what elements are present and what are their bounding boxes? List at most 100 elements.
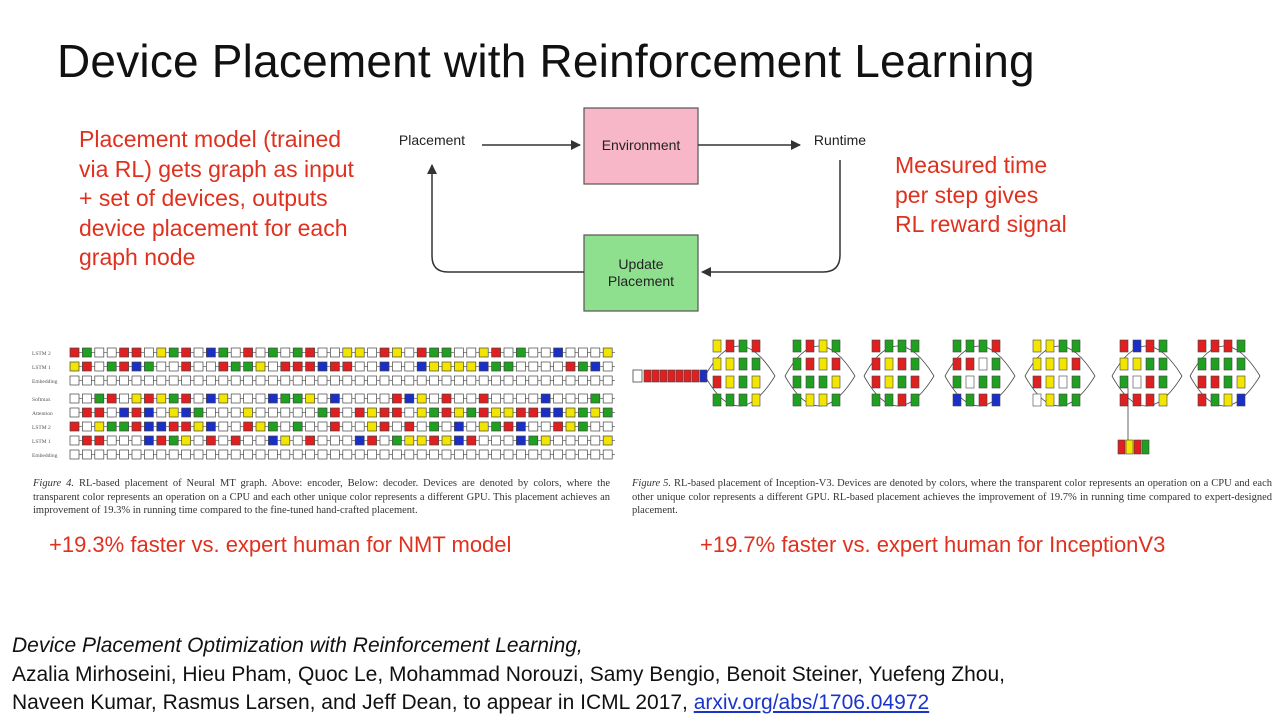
arxiv-link[interactable]: arxiv.org/abs/1706.04972 bbox=[693, 691, 930, 714]
op-node bbox=[330, 375, 340, 386]
op-node bbox=[416, 435, 427, 446]
op-node bbox=[218, 347, 229, 358]
op-node bbox=[243, 449, 253, 460]
op-node bbox=[292, 393, 303, 404]
op-node bbox=[503, 449, 514, 460]
op-node bbox=[292, 421, 303, 432]
authors-line: Azalia Mirhoseini, Hieu Pham, Quoc Le, M… bbox=[12, 662, 1005, 686]
op-node bbox=[667, 369, 676, 383]
op-node bbox=[416, 421, 427, 432]
op-node bbox=[168, 393, 179, 404]
op-node bbox=[230, 421, 241, 432]
op-node bbox=[578, 347, 588, 358]
op-node bbox=[404, 361, 415, 372]
op-node bbox=[156, 449, 167, 460]
op-node bbox=[82, 361, 92, 372]
op-node bbox=[379, 393, 390, 404]
op-node bbox=[379, 435, 390, 446]
op-node bbox=[330, 421, 340, 432]
op-node bbox=[454, 347, 464, 358]
op-node bbox=[725, 393, 735, 407]
op-node bbox=[218, 421, 229, 432]
op-node bbox=[367, 435, 377, 446]
op-node bbox=[965, 339, 975, 353]
op-node bbox=[540, 375, 551, 386]
op-node bbox=[416, 361, 427, 372]
op-node bbox=[144, 393, 154, 404]
op-node bbox=[466, 347, 477, 358]
op-node bbox=[243, 347, 253, 358]
op-node bbox=[632, 369, 643, 383]
op-node bbox=[119, 449, 129, 460]
op-node bbox=[206, 449, 216, 460]
op-node bbox=[354, 407, 365, 418]
op-node bbox=[590, 449, 601, 460]
op-node bbox=[792, 357, 802, 371]
op-node bbox=[206, 435, 216, 446]
op-node bbox=[454, 407, 464, 418]
op-node bbox=[82, 449, 92, 460]
op-node bbox=[978, 375, 988, 389]
op-node bbox=[131, 347, 142, 358]
op-node bbox=[94, 449, 105, 460]
op-node bbox=[1197, 375, 1207, 389]
op-node bbox=[952, 339, 962, 353]
op-node bbox=[1132, 339, 1142, 353]
op-node bbox=[516, 421, 526, 432]
op-node bbox=[818, 393, 828, 407]
paper-title: Device Placement Optimization with Reinf… bbox=[12, 634, 583, 657]
op-node bbox=[952, 375, 962, 389]
authors-text: Naveen Kumar, Rasmus Larsen, and Jeff De… bbox=[12, 691, 694, 714]
note-line: graph node bbox=[79, 244, 196, 270]
op-node bbox=[602, 435, 613, 446]
op-node bbox=[193, 449, 204, 460]
paper-reference: Device Placement Optimization with Reinf… bbox=[12, 632, 1005, 718]
note-line: Measured time bbox=[895, 152, 1048, 178]
op-node bbox=[578, 361, 588, 372]
op-node bbox=[910, 339, 920, 353]
op-node bbox=[565, 361, 576, 372]
op-node bbox=[540, 407, 551, 418]
op-node bbox=[441, 393, 452, 404]
op-node bbox=[206, 393, 216, 404]
op-node bbox=[991, 357, 1001, 371]
op-node bbox=[466, 393, 477, 404]
row-label: Embedding bbox=[32, 379, 58, 385]
op-node bbox=[131, 449, 142, 460]
op-node bbox=[181, 407, 191, 418]
op-node bbox=[330, 347, 340, 358]
environment-box bbox=[583, 107, 699, 185]
op-node bbox=[590, 435, 601, 446]
row-label: LSTM 1 bbox=[32, 365, 51, 371]
op-node bbox=[367, 393, 377, 404]
caption-text: RL-based placement of Neural MT graph. A… bbox=[33, 478, 610, 516]
op-node bbox=[503, 347, 514, 358]
op-node bbox=[280, 361, 291, 372]
op-node bbox=[342, 347, 353, 358]
authors-line-2: Naveen Kumar, Rasmus Larsen, and Jeff De… bbox=[12, 689, 1005, 718]
op-node bbox=[1236, 339, 1246, 353]
op-node bbox=[119, 407, 129, 418]
op-node bbox=[478, 361, 489, 372]
op-node bbox=[82, 393, 92, 404]
op-node bbox=[540, 449, 551, 460]
op-node bbox=[144, 347, 154, 358]
op-node bbox=[218, 449, 229, 460]
placement-model-note: Placement model (trained via RL) gets gr… bbox=[79, 125, 399, 273]
op-node bbox=[305, 449, 315, 460]
op-node bbox=[193, 361, 204, 372]
op-node bbox=[392, 435, 402, 446]
op-node bbox=[565, 347, 576, 358]
op-node bbox=[602, 407, 613, 418]
op-node bbox=[317, 421, 328, 432]
op-node bbox=[305, 347, 315, 358]
op-node bbox=[82, 375, 92, 386]
op-node bbox=[292, 407, 303, 418]
op-node bbox=[540, 361, 551, 372]
op-node bbox=[429, 393, 439, 404]
op-node bbox=[305, 361, 315, 372]
op-node bbox=[106, 375, 117, 386]
op-node bbox=[952, 393, 962, 407]
op-node bbox=[392, 375, 402, 386]
op-node bbox=[69, 393, 80, 404]
